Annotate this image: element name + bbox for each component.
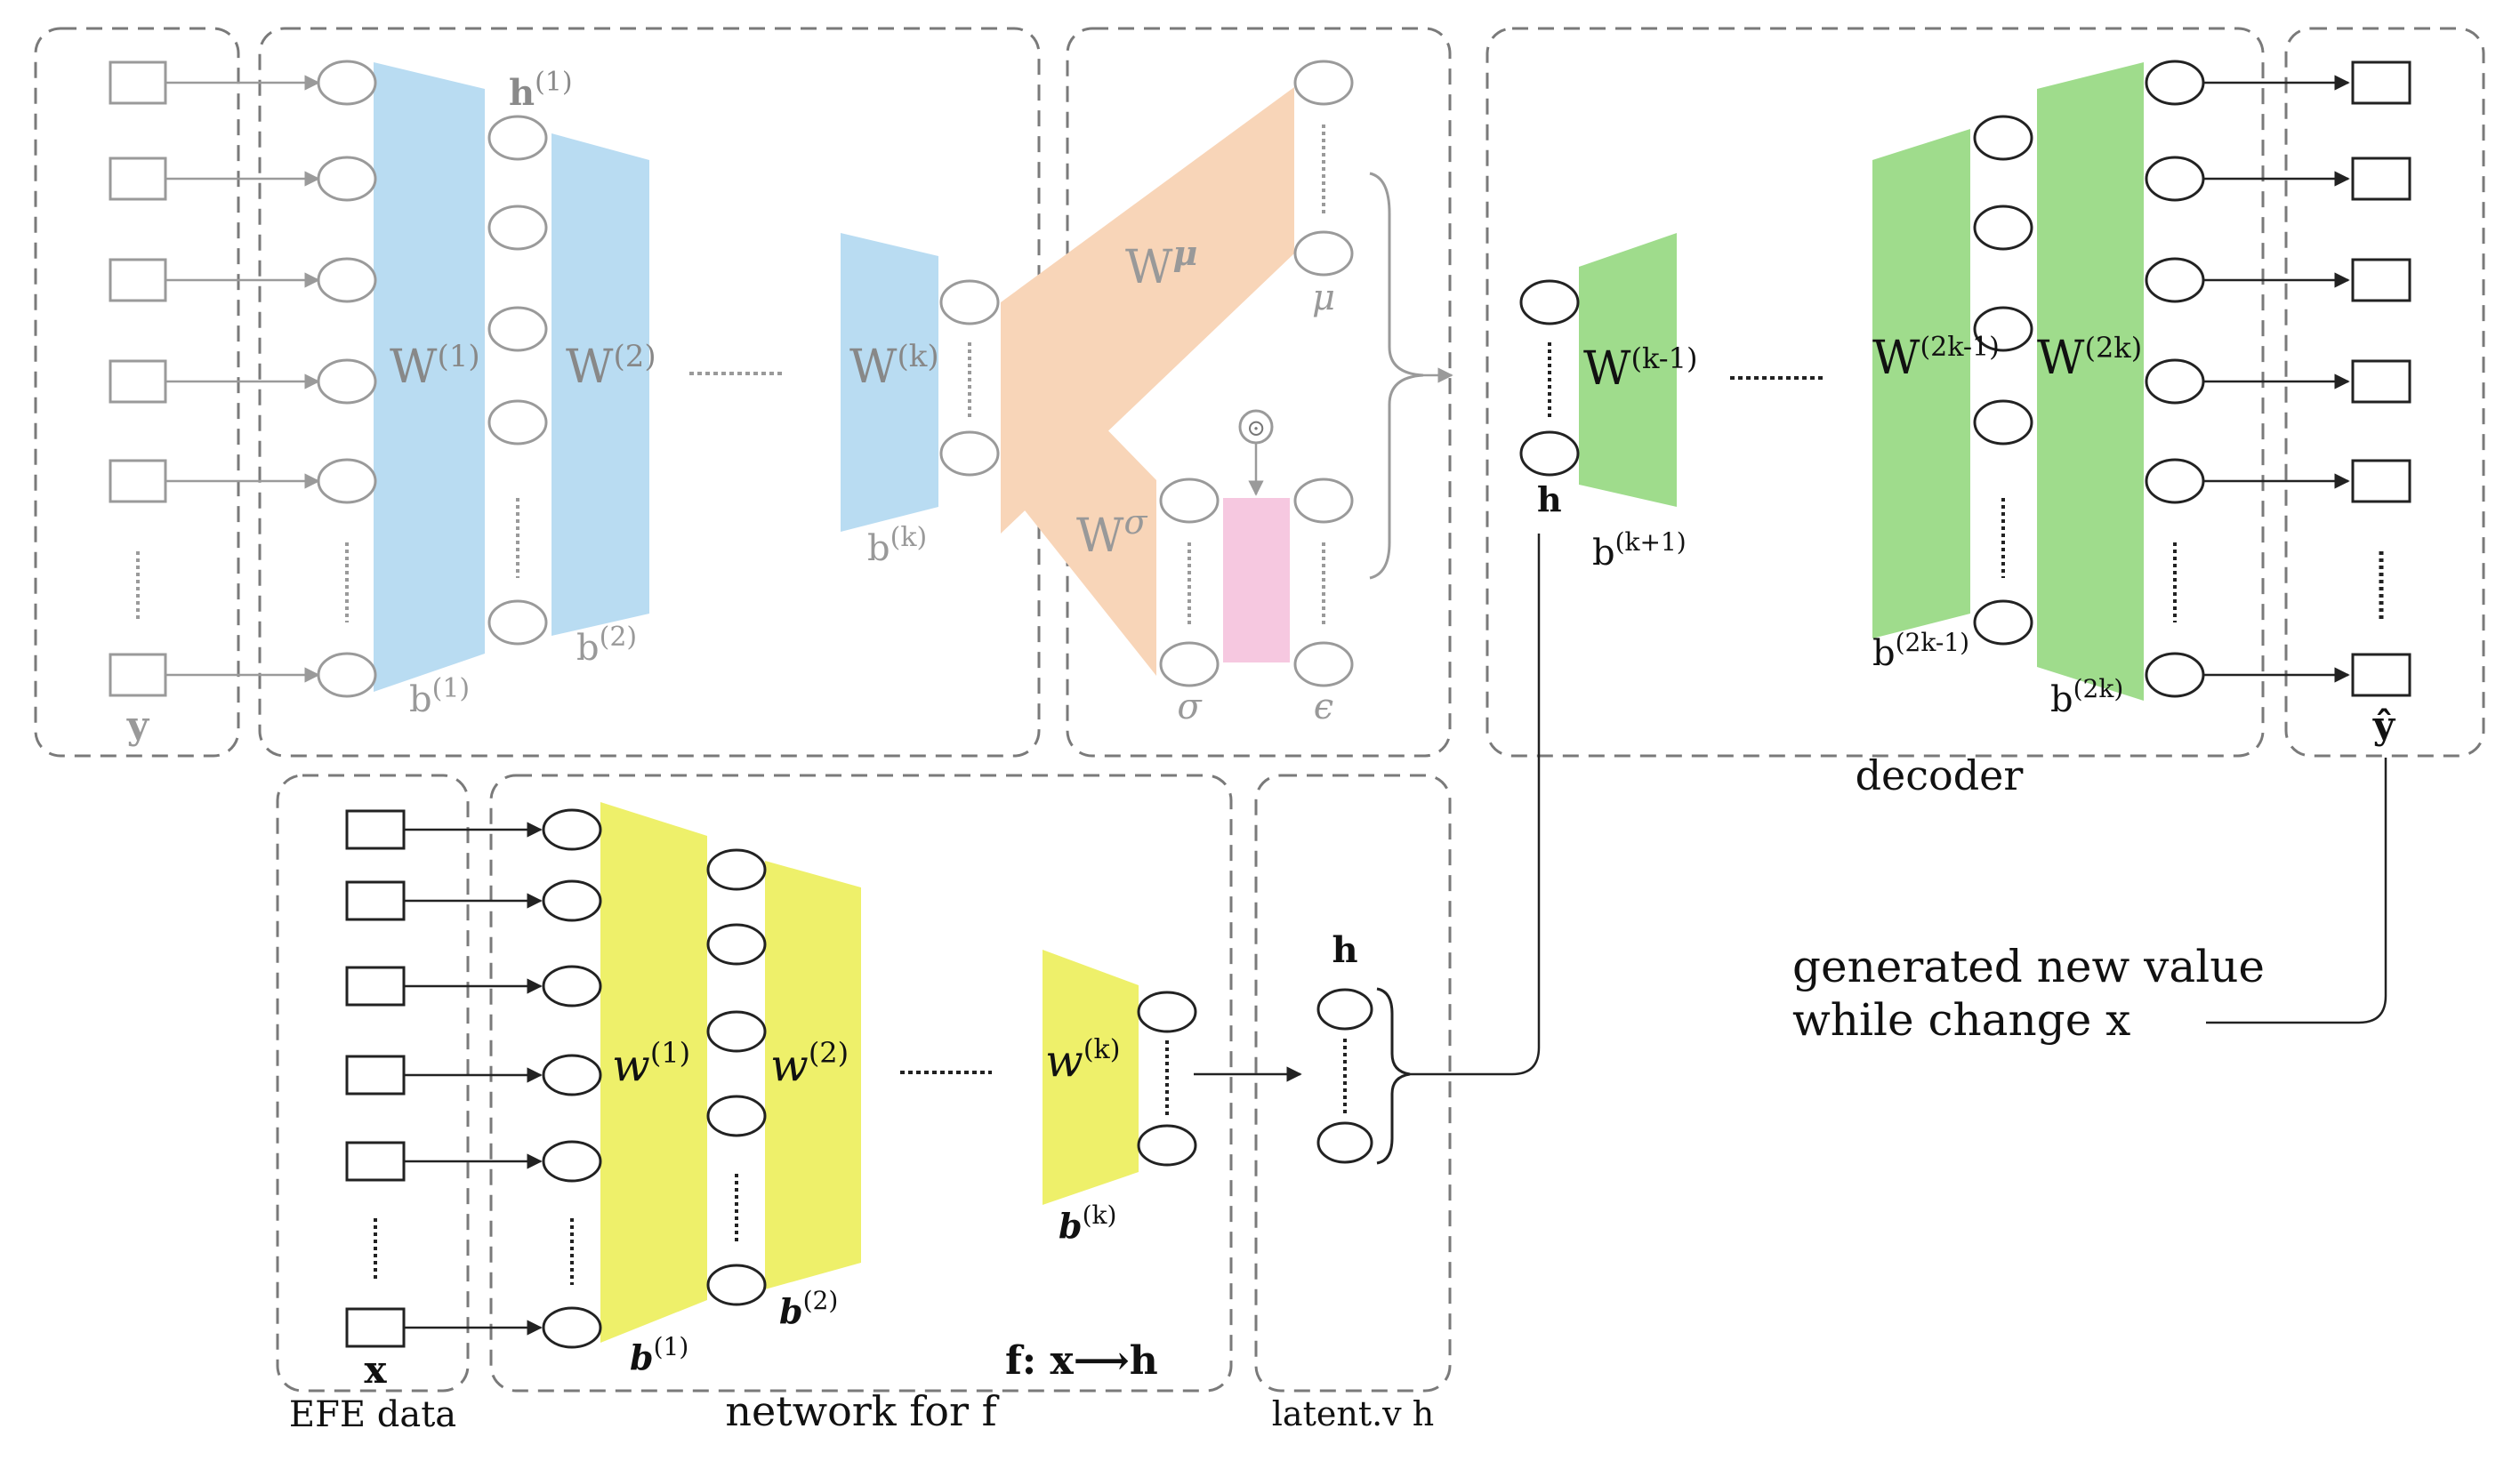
b1-label: b(1): [409, 673, 470, 720]
y-hat-nodes: [2351, 60, 2411, 697]
x-input-label: x: [364, 1348, 387, 1392]
sigma-label: σ: [1177, 686, 1203, 727]
eps-label: ϵ: [1314, 686, 1333, 727]
network-for-f-caption: network for f: [725, 1387, 997, 1435]
x-node: [345, 1055, 406, 1096]
x-input-nodes: [345, 809, 406, 1348]
encoder-layer-h1: [487, 115, 548, 646]
x-node: [345, 966, 406, 1007]
b2-label: b(2): [576, 622, 637, 669]
generated-connector: [2206, 758, 2387, 1024]
generated-caption-line1: generated new value: [1792, 941, 2266, 992]
noise-multiply-block: [1223, 498, 1290, 662]
y-hat-node: [2351, 258, 2411, 302]
decoder-layer-2k1: [1973, 115, 2033, 646]
latent-h-label: h: [1332, 929, 1357, 971]
decoder-box: [1485, 27, 2265, 758]
latent-block: h: [1316, 534, 1541, 1165]
y-input-box: [34, 27, 240, 758]
f-map-label: f: x⟶h: [1005, 1338, 1158, 1384]
latent-nodes: [1316, 988, 1373, 1164]
f-layer-k: [1137, 991, 1197, 1167]
decoder-h-nodes: [1519, 279, 1580, 477]
latent-box: [1254, 774, 1452, 1393]
efe-data-box: [276, 774, 470, 1393]
encoder-box: [258, 27, 1041, 758]
latent-caption: latent.v h: [1271, 1394, 1435, 1433]
decoder-h-label: h: [1537, 479, 1562, 519]
y-node: [109, 459, 167, 503]
bbk-label: b(k): [1059, 1200, 1116, 1246]
Wk1-weight-block: [1579, 233, 1677, 507]
Wsigma-label: Wσ: [1076, 502, 1147, 563]
odot-label: ⊙: [1246, 415, 1266, 442]
bk-label: b(k): [867, 522, 927, 569]
bb1-label: b(1): [630, 1332, 688, 1377]
x-node: [345, 1141, 406, 1182]
Wsigma-weight-block: [1001, 320, 1156, 676]
mu-label: μ: [1312, 277, 1335, 318]
W2-weight-block: [552, 133, 649, 636]
top-encoder: h(1) W(1) W(2) b(1) b(2) W(k) b(k): [109, 60, 1000, 720]
variational-brace: [1369, 172, 1424, 580]
decoder-block: h W(k-1) b(k+1) W(2k-1) W(2k) b(2k-1) b(…: [1519, 60, 2411, 799]
w2-weight-block: [765, 861, 861, 1289]
mu-nodes: [1293, 60, 1354, 277]
bk1-label: b(k+1): [1592, 527, 1687, 574]
y-node: [109, 258, 167, 302]
sigma-nodes: [1159, 478, 1354, 687]
y-output-box: [2284, 27, 2485, 758]
x-node: [345, 809, 406, 850]
f-network-box: [489, 774, 1233, 1393]
latent-to-decoder-connector: [1410, 534, 1541, 1076]
h1-label: h(1): [509, 67, 573, 114]
w1-weight-block: [600, 802, 707, 1343]
y-node: [109, 60, 167, 105]
generated-annotation: [2206, 758, 2387, 1024]
b2k-label: b(2k): [2050, 674, 2123, 720]
f-layer-1: [542, 808, 602, 1349]
decoder-caption: decoder: [1856, 751, 2024, 799]
output-arrows: [2203, 75, 2350, 683]
W1-weight-block: [374, 62, 485, 692]
y-hat-node: [2351, 60, 2411, 105]
x-arrows: [404, 822, 543, 1336]
W2k1-weight-block: [1872, 129, 1970, 638]
y-hat-node: [2351, 359, 2411, 404]
Wk-weight-block: [841, 233, 938, 532]
x-node: [345, 880, 406, 921]
y-hat-label: ŷ: [2372, 703, 2396, 747]
y-node: [109, 653, 167, 697]
generated-caption-line2: while change x: [1792, 994, 2131, 1046]
x-node: [345, 1307, 406, 1348]
y-hat-node: [2351, 459, 2411, 503]
y-node: [109, 157, 167, 201]
w2-label: w(2): [770, 1036, 849, 1091]
y-node: [109, 359, 167, 404]
W2-label: W(2): [566, 339, 656, 394]
encoder-layer-1: [317, 60, 377, 698]
variational-box: [1066, 27, 1452, 758]
f-network: w(1) w(2) b(1) b(2) w(k) b(k) f: x⟶h: [345, 802, 1302, 1384]
y-arrows: [165, 75, 320, 683]
y-input-nodes: [109, 60, 167, 697]
wk-weight-block: [1043, 950, 1139, 1205]
W1-label: W(1): [390, 339, 480, 394]
group-boxes: [34, 27, 2485, 1393]
b2k1-label: b(2k-1): [1872, 628, 1969, 674]
efe-data-caption: EFE data: [288, 1394, 457, 1435]
variational-block: ⊙ Wμ Wσ μ σ ϵ: [1001, 60, 1453, 727]
W2k-weight-block: [2037, 62, 2144, 701]
latent-brace: [1376, 987, 1411, 1165]
y-input-label: y: [126, 703, 150, 747]
f-layer-2: [706, 848, 767, 1306]
y-hat-node: [2351, 157, 2411, 201]
y-hat-node: [2351, 653, 2411, 697]
bb2-label: b(2): [779, 1286, 838, 1331]
decoder-output-layer: [2145, 60, 2205, 698]
encoder-layer-k: [939, 279, 1000, 477]
